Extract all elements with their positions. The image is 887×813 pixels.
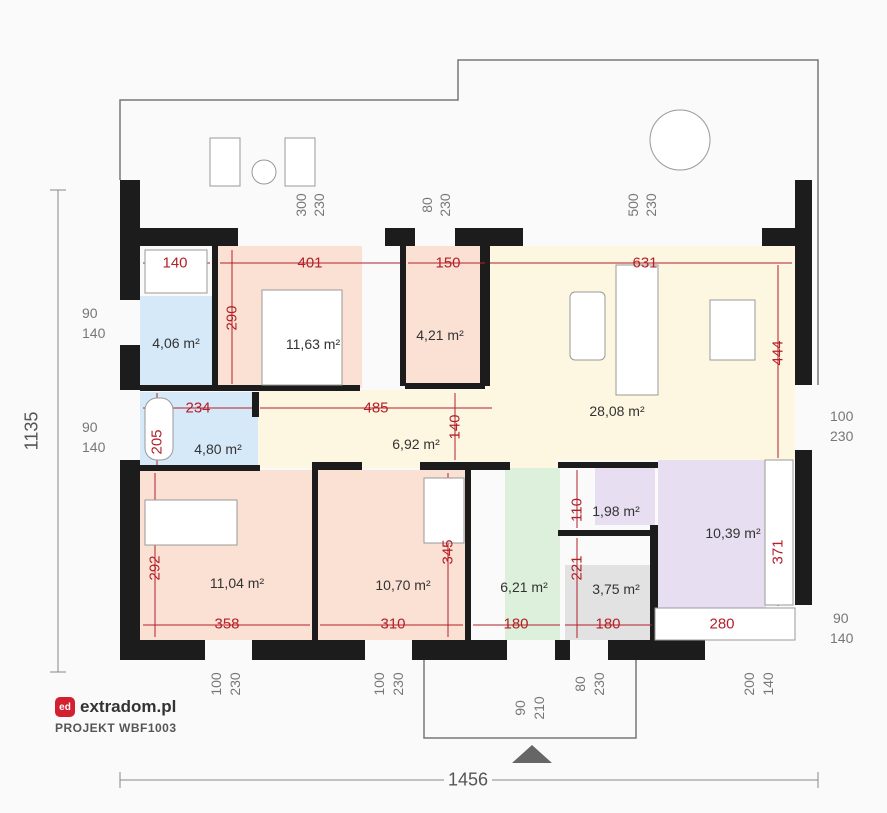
opening-size: 300	[293, 193, 309, 217]
opening-size: 140	[830, 630, 854, 646]
dimension: 358	[214, 615, 240, 633]
room-kitchen	[658, 460, 766, 608]
opening-size: 230	[311, 193, 327, 217]
room-area-entry: 6,21 m²	[500, 579, 548, 595]
opening-size: 90	[833, 610, 849, 626]
opening-size: 90	[82, 419, 98, 435]
dimension: 140	[162, 254, 188, 272]
opening-size: 80	[419, 197, 435, 213]
entrance-arrow-icon	[512, 745, 552, 763]
opening-size: 230	[390, 672, 406, 696]
room-area-wardrobe: 4,21 m²	[416, 327, 464, 343]
opening-size: 500	[625, 193, 641, 217]
opening-size: 230	[437, 193, 453, 217]
dimension: 234	[185, 399, 211, 417]
room-entry	[505, 468, 560, 640]
dimension: 290	[223, 305, 241, 331]
opening-size: 80	[572, 676, 588, 692]
walls	[120, 180, 812, 660]
opening-size: 100	[371, 672, 387, 696]
dimension: 140	[446, 414, 464, 440]
opening-size: 210	[531, 696, 547, 720]
dimension: 180	[503, 615, 529, 633]
room-wardrobe	[405, 246, 485, 386]
dimension: 221	[568, 555, 586, 581]
opening-size: 200	[741, 672, 757, 696]
room-area-bedroom-1: 11,63 m²	[285, 336, 341, 352]
opening-size: 90	[512, 700, 528, 716]
dimension: 345	[439, 539, 457, 565]
dimension: 371	[769, 539, 787, 565]
room-area-utility: 1,98 m²	[592, 503, 640, 519]
extradom-logo: ed extradom.pl	[55, 697, 176, 717]
dimension: 485	[363, 399, 389, 417]
dimension: 401	[297, 254, 323, 272]
room-bathroom-1	[140, 296, 212, 388]
opening-size: 230	[591, 672, 607, 696]
opening-size: 140	[82, 325, 106, 341]
porch-outline	[423, 660, 637, 739]
room-area-storage: 3,75 m²	[592, 581, 640, 597]
opening-size: 100	[208, 672, 224, 696]
opening-size: 100	[830, 408, 854, 424]
room-storage	[565, 565, 655, 640]
dimension: 631	[632, 254, 658, 272]
dimension: 180	[595, 615, 621, 633]
dimension: 110	[568, 498, 586, 522]
room-area-living: 28,08 m²	[589, 403, 645, 419]
room-area-bedroom-2: 11,04 m²	[209, 575, 265, 591]
opening-size: 140	[760, 672, 776, 696]
terrace-outline	[119, 59, 819, 385]
opening-size: 90	[82, 305, 98, 321]
furniture	[144, 109, 796, 641]
overall-height: 1135	[21, 411, 42, 451]
room-area-kitchen: 10,39 m²	[705, 525, 761, 541]
room-area-hall: 6,92 m²	[392, 436, 440, 452]
dimension: 150	[435, 254, 461, 272]
brand-name: extradom.pl	[80, 697, 177, 716]
room-area-bedroom-3: 10,70 m²	[375, 577, 431, 593]
dimension: 280	[709, 615, 735, 633]
room-utility	[595, 468, 655, 525]
opening-size: 140	[82, 439, 106, 455]
room-area-bathroom-2: 4,80 m²	[194, 441, 242, 457]
dimension: 292	[146, 555, 164, 581]
room-area-bathroom-1: 4,06 m²	[152, 335, 200, 351]
dimension: 310	[380, 615, 406, 633]
room-bedroom-2	[140, 470, 315, 640]
dimension: 205	[148, 429, 166, 455]
logo-house-icon: ed	[55, 697, 75, 717]
dimension: 444	[769, 340, 787, 366]
opening-size: 230	[830, 428, 854, 444]
overall-width: 1456	[443, 769, 493, 791]
opening-size: 230	[227, 672, 243, 696]
room-hall	[258, 390, 558, 468]
opening-size: 230	[643, 193, 659, 217]
project-code: PROJEKT WBF1003	[55, 721, 177, 735]
